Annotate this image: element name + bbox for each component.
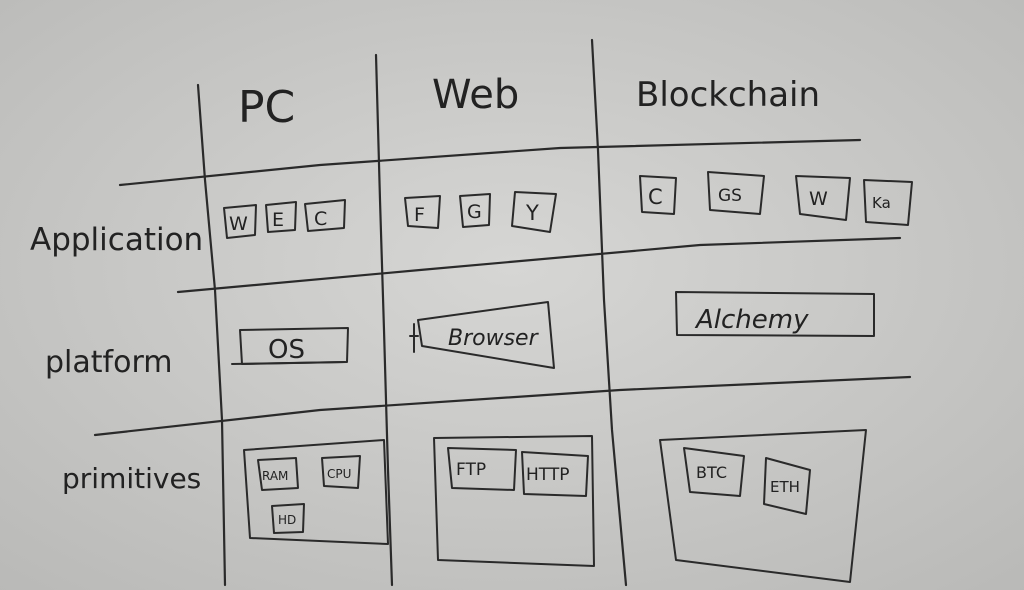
app-pc-label-c: C bbox=[314, 208, 327, 230]
primitives-web-box-ftp bbox=[447, 447, 517, 491]
vertical-line-3 bbox=[590, 38, 628, 587]
primitives-web-container bbox=[433, 435, 595, 567]
platform-row-boxes bbox=[231, 291, 875, 369]
app-blockchain-box-gs bbox=[707, 171, 765, 215]
platform-pc-underline bbox=[231, 361, 346, 365]
application-row-labels: W E C F G Y C GS W Ka bbox=[229, 185, 891, 235]
application-row-boxes bbox=[223, 171, 913, 239]
platform-pc-box bbox=[239, 327, 349, 365]
app-pc-box-e bbox=[265, 201, 297, 233]
primitives-blockchain-label-eth: ETH bbox=[770, 478, 800, 496]
primitives-row-labels: RAM CPU HD FTP HTTP BTC ETH bbox=[262, 460, 800, 527]
primitives-blockchain-container bbox=[659, 429, 867, 583]
app-blockchain-label-ka: Ka bbox=[872, 194, 891, 212]
platform-web-box bbox=[417, 301, 555, 369]
primitives-pc-box-ram bbox=[257, 457, 299, 491]
primitives-pc-container bbox=[243, 439, 389, 545]
row-header-application: Application bbox=[30, 222, 203, 258]
app-web-label-g: G bbox=[467, 201, 482, 223]
primitives-row-boxes bbox=[243, 429, 867, 583]
column-header-blockchain: Blockchain bbox=[636, 75, 820, 115]
app-pc-box-c bbox=[304, 199, 346, 232]
column-headers: PC Web Blockchain bbox=[238, 72, 820, 133]
grid-lines bbox=[93, 38, 912, 587]
primitives-web-box-http bbox=[521, 451, 589, 497]
app-web-box-y bbox=[511, 191, 557, 233]
platform-web-label: Browser bbox=[448, 326, 540, 351]
app-blockchain-label-c: C bbox=[648, 185, 663, 209]
primitives-blockchain-box-btc bbox=[683, 447, 745, 497]
horizontal-line-3 bbox=[93, 375, 912, 437]
platform-pc-label: OS bbox=[268, 335, 305, 365]
row-header-primitives: primitives bbox=[62, 462, 201, 495]
primitives-web-label-ftp: FTP bbox=[456, 460, 486, 480]
app-web-label-y: Y bbox=[525, 201, 539, 225]
primitives-web-label-http: HTTP bbox=[526, 465, 570, 485]
app-pc-label-e: E bbox=[272, 209, 284, 231]
row-header-platform: platform bbox=[45, 345, 172, 380]
row-headers: Application platform primitives bbox=[30, 222, 203, 495]
column-header-web: Web bbox=[432, 72, 519, 118]
primitives-blockchain-label-btc: BTC bbox=[696, 463, 727, 482]
app-web-label-f: F bbox=[414, 204, 425, 226]
app-web-box-g bbox=[459, 193, 491, 228]
primitives-pc-box-hd bbox=[271, 503, 305, 534]
platform-blockchain-box bbox=[675, 291, 875, 337]
primitives-blockchain-box-eth bbox=[763, 457, 811, 515]
app-blockchain-box-w bbox=[795, 175, 851, 221]
app-blockchain-box-ka bbox=[863, 179, 913, 226]
primitives-pc-label-cpu: CPU bbox=[327, 467, 351, 481]
app-blockchain-label-gs: GS bbox=[718, 186, 742, 206]
primitives-pc-box-cpu bbox=[321, 455, 361, 489]
horizontal-line-2 bbox=[176, 236, 902, 294]
column-header-pc: PC bbox=[238, 82, 295, 133]
app-pc-label-w: W bbox=[229, 213, 248, 235]
primitives-pc-label-ram: RAM bbox=[262, 469, 288, 483]
horizontal-line-1 bbox=[118, 138, 862, 187]
vertical-line-1 bbox=[196, 83, 227, 587]
app-blockchain-box-c bbox=[639, 175, 677, 215]
app-web-box-f bbox=[404, 195, 441, 229]
app-blockchain-label-w: W bbox=[809, 188, 828, 210]
app-pc-box-w bbox=[223, 204, 257, 239]
vertical-line-2 bbox=[374, 53, 394, 587]
platform-row-labels: OS Browser Alchemy bbox=[268, 305, 809, 365]
platform-web-tick bbox=[409, 323, 419, 353]
primitives-pc-label-hd: HD bbox=[278, 513, 296, 527]
platform-blockchain-label: Alchemy bbox=[694, 305, 809, 335]
